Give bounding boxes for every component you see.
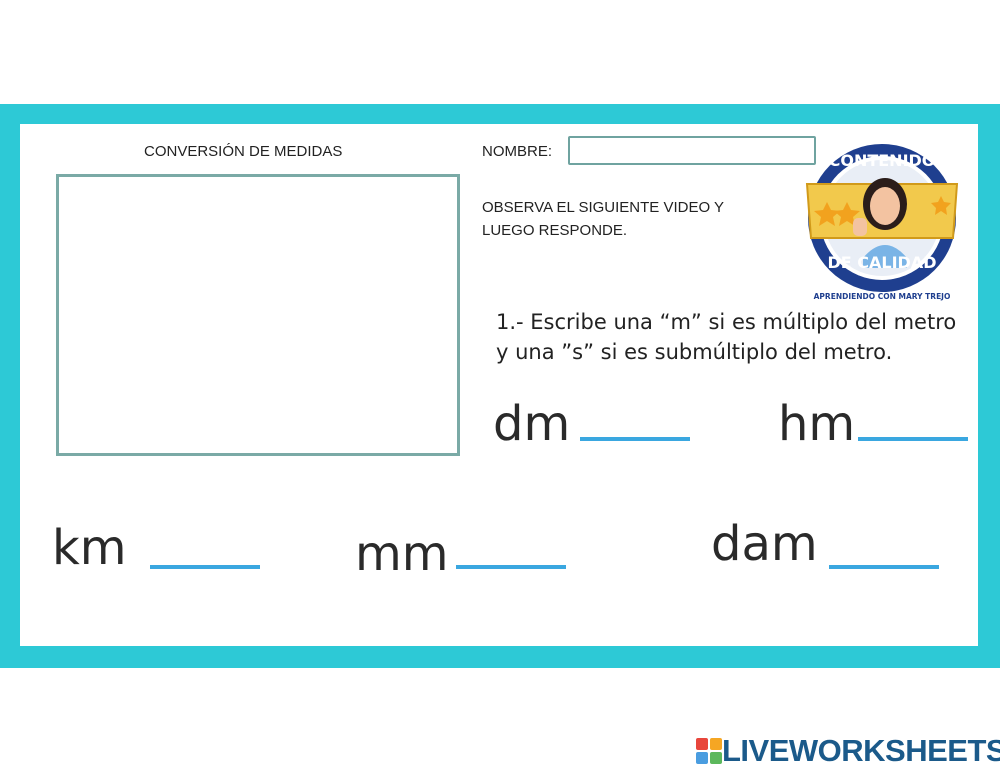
answer-input-dm[interactable] bbox=[580, 409, 690, 441]
unit-label-dam: dam bbox=[711, 516, 818, 572]
logo-top-text: CONTENIDO bbox=[829, 151, 936, 170]
answer-input-km[interactable] bbox=[150, 537, 260, 569]
logo-tagline: APRENDIENDO CON MARY TREJO bbox=[814, 292, 951, 301]
unit-label-mm: mm bbox=[355, 526, 449, 582]
answer-input-hm[interactable] bbox=[858, 409, 968, 441]
answer-input-dam[interactable] bbox=[829, 537, 939, 569]
liveworksheets-brand: LIVEWORKSHEETS bbox=[722, 733, 1000, 768]
logo-bottom-text: DE CALIDAD bbox=[828, 253, 937, 272]
answer-input-mm[interactable] bbox=[456, 537, 566, 569]
unit-label-hm: hm bbox=[778, 396, 856, 452]
worksheet-title: CONVERSIÓN DE MEDIDAS bbox=[144, 143, 343, 160]
instructions: OBSERVA EL SIGUIENTE VIDEO Y LUEGO RESPO… bbox=[482, 196, 724, 242]
contenido-de-calidad-logo: CONTENIDO DE CALIDAD APRENDIENDO CON MAR… bbox=[805, 144, 959, 301]
liveworksheets-logo[interactable]: LIVEWORKSHEETS bbox=[696, 733, 1000, 768]
unit-label-dm: dm bbox=[493, 396, 571, 452]
name-field[interactable] bbox=[568, 136, 816, 165]
question-line-2: y una ”s” si es submúltiplo del metro. bbox=[496, 340, 893, 364]
video-embed[interactable] bbox=[56, 174, 460, 456]
question-1: 1.- Escribe una “m” si es múltiplo del m… bbox=[496, 307, 956, 367]
instruction-line-1: OBSERVA EL SIGUIENTE VIDEO Y bbox=[482, 199, 725, 216]
liveworksheets-icon bbox=[696, 738, 722, 764]
name-label: NOMBRE: bbox=[482, 143, 553, 160]
unit-label-km: km bbox=[52, 520, 127, 576]
question-line-1: 1.- Escribe una “m” si es múltiplo del m… bbox=[496, 310, 957, 334]
instruction-line-2: LUEGO RESPONDE. bbox=[482, 222, 628, 239]
